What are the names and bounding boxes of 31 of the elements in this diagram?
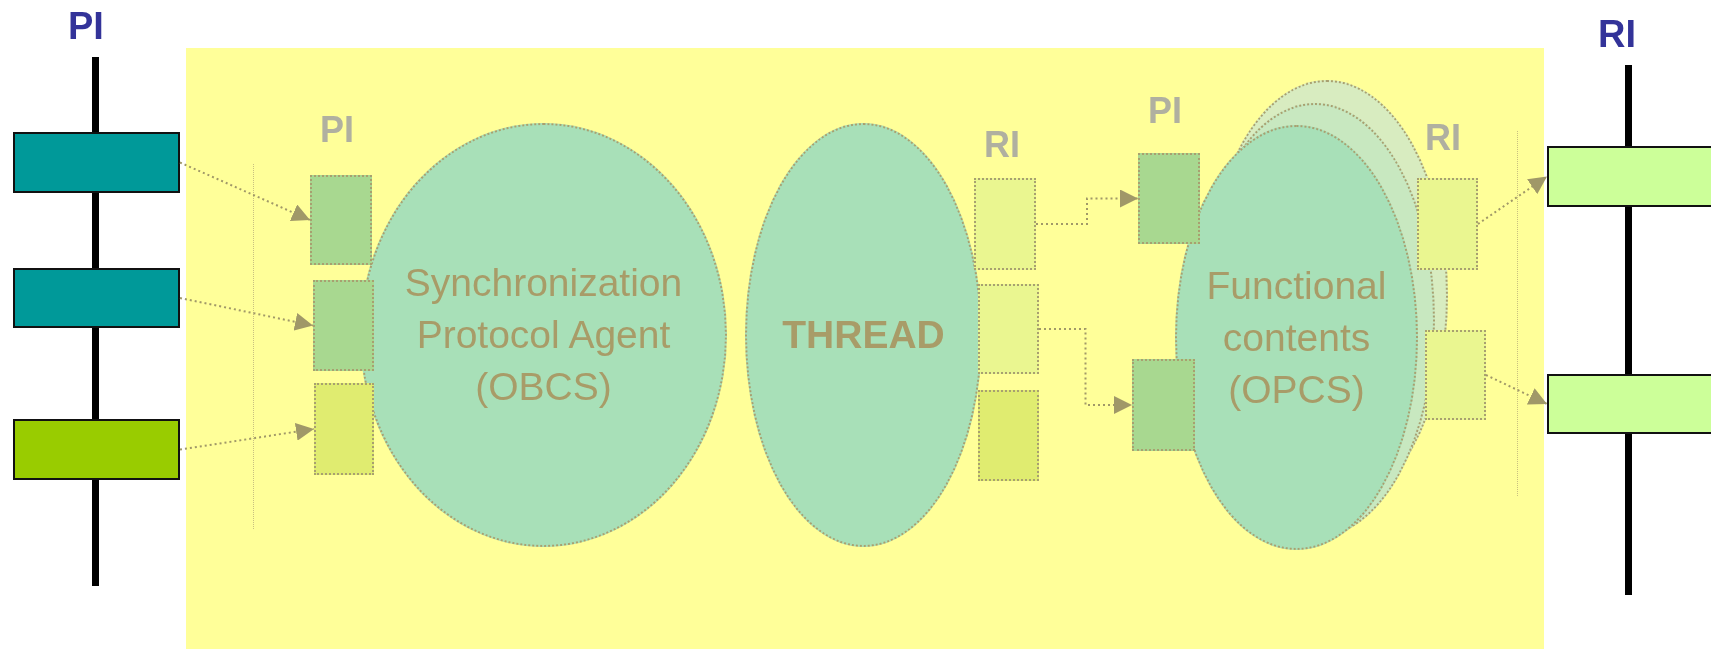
arrow (1485, 374, 1548, 405)
interface-box (314, 383, 374, 475)
arrow (179, 297, 314, 331)
arrow (1477, 175, 1548, 225)
arrow (1038, 328, 1133, 414)
port-box (1547, 374, 1711, 434)
node-label: Synchronization Protocol Agent (OBCS) (403, 260, 684, 410)
interface-box (1417, 178, 1478, 270)
interface-box (978, 390, 1039, 481)
port-box (13, 268, 180, 328)
interface-box (310, 175, 372, 265)
interface-label: RI (1598, 13, 1636, 56)
interface-label: RI (1425, 117, 1461, 159)
interface-box (313, 280, 374, 371)
port-box (13, 132, 180, 193)
node-label: Functional contents (OPCS) (1205, 262, 1388, 413)
node-label: THREAD (781, 312, 946, 358)
arrow (1035, 189, 1139, 225)
interface-box (1132, 359, 1195, 451)
interface-label: PI (68, 5, 104, 48)
interface-box (1425, 330, 1486, 420)
arrow (179, 422, 315, 451)
interface-label: PI (320, 109, 354, 151)
interface-label: PI (1148, 90, 1182, 132)
interface-box (1138, 153, 1200, 244)
arrow (179, 161, 311, 221)
port-box (1547, 146, 1711, 207)
port-box (13, 419, 180, 480)
interface-box (978, 284, 1039, 374)
interface-label: RI (984, 124, 1020, 166)
interface-box (974, 178, 1036, 270)
